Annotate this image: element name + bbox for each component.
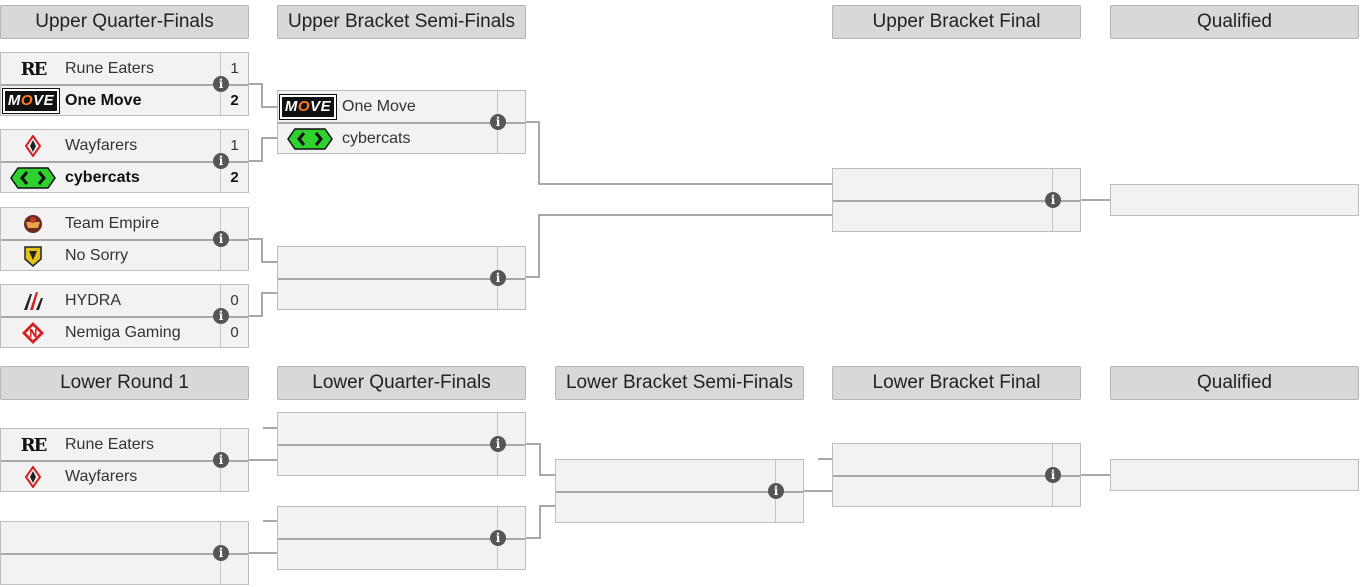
match-upper-qf-3[interactable]: Team Empire No Sorry i xyxy=(0,207,249,271)
team-row-empty[interactable] xyxy=(278,413,525,446)
team-name: Nemiga Gaming xyxy=(65,324,181,341)
team-row[interactable]: MOVE One Move 2 xyxy=(1,85,248,116)
match-upper-final[interactable]: i xyxy=(832,168,1081,232)
cybercats-logo xyxy=(282,126,338,152)
match-lower-qf-1[interactable]: i xyxy=(277,412,526,476)
match-info-icon[interactable]: i xyxy=(1045,467,1061,483)
team-score: 1 xyxy=(230,137,239,154)
team-row[interactable]: No Sorry xyxy=(1,240,248,271)
team-name: Wayfarers xyxy=(65,137,138,154)
wayfarers-logo xyxy=(5,464,61,490)
team-row-empty[interactable] xyxy=(278,247,525,280)
team-row-empty[interactable] xyxy=(833,201,1080,232)
match-info-icon[interactable]: i xyxy=(213,308,229,324)
one-move-logo: MOVE xyxy=(1,88,61,114)
match-lower-r1-2[interactable]: i xyxy=(0,521,249,585)
team-row[interactable]: cybercats xyxy=(278,123,525,154)
team-name: One Move xyxy=(342,98,416,115)
header-lower-qualified: Qualified xyxy=(1110,366,1359,400)
team-name: cybercats xyxy=(342,130,411,147)
nemiga-gaming-logo xyxy=(5,320,61,346)
team-row[interactable]: RE Rune Eaters 1 xyxy=(1,53,248,86)
team-row[interactable]: MOVE One Move xyxy=(278,91,525,124)
match-upper-sf-1[interactable]: MOVE One Move cybercats i xyxy=(277,90,526,154)
team-row[interactable]: RE Rune Eaters xyxy=(1,429,248,462)
hydra-logo xyxy=(5,288,61,314)
rune-eaters-logo: RE xyxy=(20,58,48,80)
team-row[interactable]: Wayfarers 1 xyxy=(1,130,248,163)
team-empire-logo xyxy=(5,211,61,237)
match-info-icon[interactable]: i xyxy=(768,483,784,499)
team-name: Rune Eaters xyxy=(65,60,154,77)
team-row-empty[interactable] xyxy=(833,169,1080,202)
team-row-empty[interactable] xyxy=(278,445,525,476)
match-lower-qf-2[interactable]: i xyxy=(277,506,526,570)
qualified-slot-upper[interactable] xyxy=(1110,184,1359,216)
team-name: Rune Eaters xyxy=(65,436,154,453)
no-sorry-logo xyxy=(5,243,61,269)
header-lower-round-1: Lower Round 1 xyxy=(0,366,249,400)
header-upper-qualified: Qualified xyxy=(1110,5,1359,39)
team-score: 0 xyxy=(230,324,239,341)
team-name: Team Empire xyxy=(65,215,160,232)
team-row-empty[interactable] xyxy=(556,492,803,523)
match-info-icon[interactable]: i xyxy=(490,530,506,546)
team-row-empty[interactable] xyxy=(278,279,525,310)
match-info-icon[interactable]: i xyxy=(490,270,506,286)
team-row-empty[interactable] xyxy=(833,476,1080,507)
match-info-icon[interactable]: i xyxy=(213,545,229,561)
team-score: 2 xyxy=(230,169,239,186)
rune-eaters-logo: RE xyxy=(20,434,48,456)
header-upper-quarter-finals: Upper Quarter-Finals xyxy=(0,5,249,39)
match-info-icon[interactable]: i xyxy=(213,76,229,92)
team-row[interactable]: Team Empire xyxy=(1,208,248,241)
match-info-icon[interactable]: i xyxy=(213,153,229,169)
one-move-logo: MOVE xyxy=(278,94,338,120)
match-upper-qf-4[interactable]: HYDRA 0 Nemiga Gaming 0 i xyxy=(0,284,249,348)
match-lower-final[interactable]: i xyxy=(832,443,1081,507)
team-row[interactable]: Wayfarers xyxy=(1,461,248,492)
match-info-icon[interactable]: i xyxy=(1045,192,1061,208)
team-name: One Move xyxy=(65,92,142,109)
team-row-empty[interactable] xyxy=(1,554,248,585)
match-info-icon[interactable]: i xyxy=(213,452,229,468)
team-row-empty[interactable] xyxy=(833,444,1080,477)
match-lower-r1-1[interactable]: RE Rune Eaters Wayfarers i xyxy=(0,428,249,492)
team-row-empty[interactable] xyxy=(1,522,248,555)
team-row-empty[interactable] xyxy=(278,507,525,540)
header-lower-final: Lower Bracket Final xyxy=(832,366,1081,400)
team-name: No Sorry xyxy=(65,247,129,264)
team-score: 1 xyxy=(230,60,239,77)
wayfarers-logo xyxy=(5,133,61,159)
team-score: 2 xyxy=(230,92,239,109)
cybercats-logo xyxy=(5,165,61,191)
team-row[interactable]: HYDRA 0 xyxy=(1,285,248,318)
team-name: HYDRA xyxy=(65,292,122,309)
match-upper-qf-1[interactable]: RE Rune Eaters 1 MOVE One Move 2 i xyxy=(0,52,249,116)
qualified-slot-lower[interactable] xyxy=(1110,459,1359,491)
match-info-icon[interactable]: i xyxy=(490,436,506,452)
match-upper-qf-2[interactable]: Wayfarers 1 cybercats 2 i xyxy=(0,129,249,193)
team-score: 0 xyxy=(230,292,239,309)
team-row[interactable]: cybercats 2 xyxy=(1,162,248,193)
header-lower-quarter-finals: Lower Quarter-Finals xyxy=(277,366,526,400)
header-lower-semi-finals: Lower Bracket Semi-Finals xyxy=(555,366,804,400)
match-upper-sf-2[interactable]: i xyxy=(277,246,526,310)
team-name: Wayfarers xyxy=(65,468,138,485)
team-row[interactable]: Nemiga Gaming 0 xyxy=(1,317,248,348)
team-name: cybercats xyxy=(65,169,140,186)
team-row-empty[interactable] xyxy=(556,460,803,493)
match-lower-sf[interactable]: i xyxy=(555,459,804,523)
team-row-empty[interactable] xyxy=(278,539,525,570)
match-info-icon[interactable]: i xyxy=(213,231,229,247)
header-upper-final: Upper Bracket Final xyxy=(832,5,1081,39)
header-upper-semi-finals: Upper Bracket Semi-Finals xyxy=(277,5,526,39)
match-info-icon[interactable]: i xyxy=(490,114,506,130)
